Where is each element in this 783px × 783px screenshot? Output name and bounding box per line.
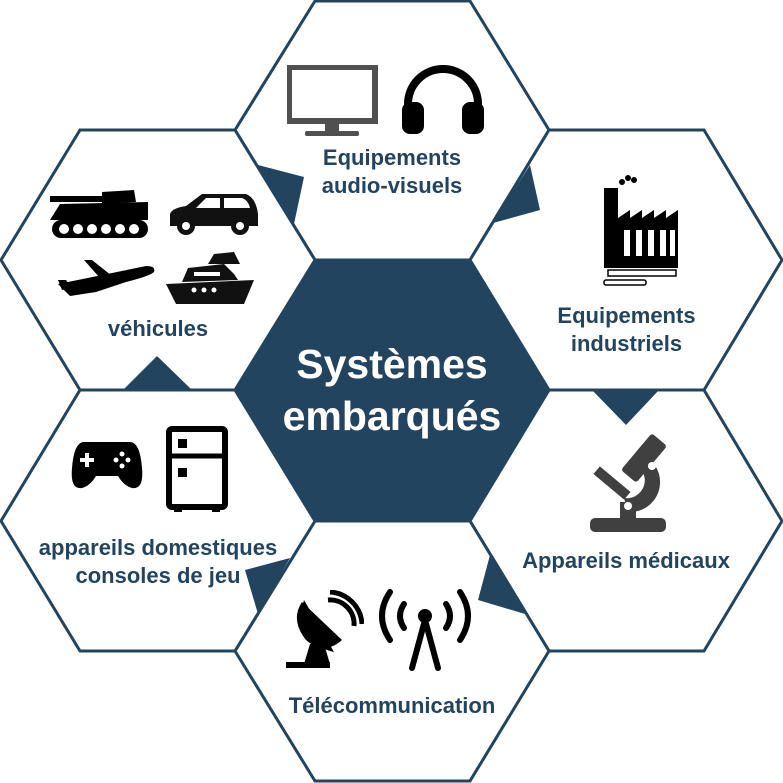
label-domestic: appareils domestiques consoles de jeu [1, 534, 315, 590]
label-medical: Appareils médicaux [470, 547, 782, 575]
fridge-icon [166, 426, 228, 512]
label-line: Equipements [322, 145, 462, 170]
connector-triangle [592, 390, 659, 425]
antenna-icon [379, 589, 471, 671]
microscope-icon [590, 434, 666, 532]
label-line: industriels [570, 331, 683, 356]
gamepad-icon [71, 442, 143, 489]
label-line: Appareils médicaux [522, 548, 730, 573]
connector-triangle [123, 356, 192, 390]
car-icon [170, 194, 258, 235]
center-title: Systèmes embarqués [235, 338, 549, 442]
connector-triangle [258, 165, 304, 224]
tank-icon [50, 190, 148, 238]
label-vehicles: véhicules [1, 315, 315, 343]
label-line: Equipements [557, 303, 696, 328]
center-title-line1: Systèmes [296, 341, 488, 387]
label-industrial: Equipements industriels [549, 302, 704, 358]
airplane-icon [58, 260, 155, 296]
label-line: audio-visuels [321, 173, 463, 198]
center-title-line2: embarqués [282, 393, 502, 439]
connector-triangle [245, 558, 290, 614]
label-line: véhicules [107, 316, 209, 341]
headphones-icon [402, 65, 484, 134]
hex-center [235, 260, 549, 521]
monitor-icon [287, 65, 378, 136]
connector-triangle [493, 165, 540, 223]
ship-icon [166, 252, 254, 304]
label-line: consoles de jeu [75, 563, 241, 588]
label-audio-visual: Equipements audio-visuels [235, 144, 549, 200]
label-line: appareils domestiques [38, 535, 278, 560]
label-line: Télécommunication [288, 693, 496, 718]
satellite-dish-icon [286, 590, 364, 668]
factory-icon [603, 175, 678, 286]
label-telecom: Télécommunication [235, 692, 549, 720]
connector-triangle [478, 555, 525, 614]
